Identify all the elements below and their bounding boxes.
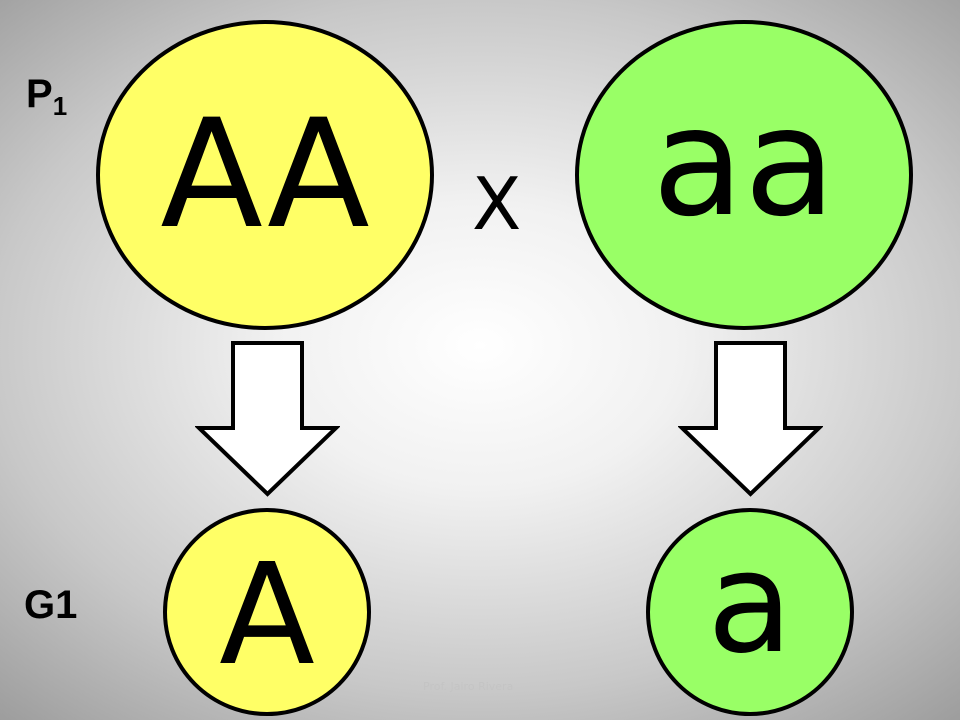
down-arrow-left-icon bbox=[195, 341, 340, 497]
down-arrow-right-icon bbox=[678, 341, 823, 497]
parent-circle-left: AA bbox=[96, 20, 434, 330]
g1-label: G1 bbox=[24, 583, 78, 627]
author-credit: Prof. Jairo Rivera bbox=[423, 680, 514, 693]
p1-label: P1 bbox=[26, 72, 68, 121]
gamete-allele-left: A bbox=[219, 534, 315, 697]
gamete-circle-left: A bbox=[163, 508, 371, 716]
parent-circle-right: aa bbox=[575, 20, 913, 330]
cross-symbol: X bbox=[472, 162, 522, 246]
gamete-allele-right: a bbox=[707, 522, 793, 685]
parent-genotype-right: aa bbox=[652, 76, 836, 250]
gamete-circle-right: a bbox=[646, 508, 854, 716]
parent-genotype-left: AA bbox=[160, 88, 370, 262]
